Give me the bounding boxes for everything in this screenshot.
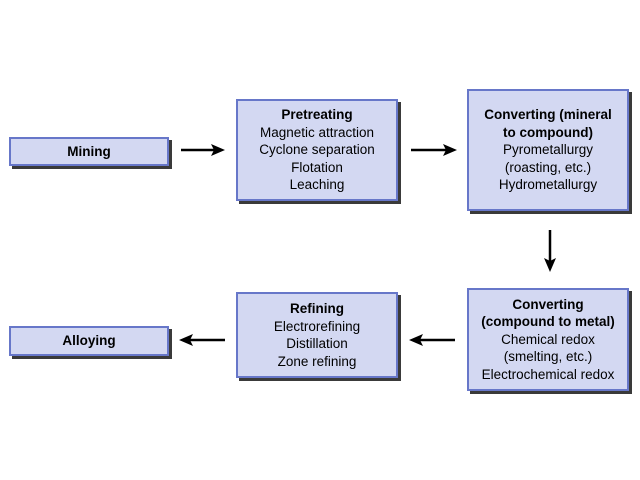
- mining-box: Mining: [9, 137, 169, 166]
- converting-mineral-title: to compound): [503, 124, 593, 140]
- converting-metal-title: (compound to metal): [481, 314, 615, 330]
- pretreating-line: Cyclone separation: [259, 142, 375, 158]
- refining-line: Electrorefining: [273, 318, 361, 334]
- refining-line: Zone refining: [277, 353, 357, 369]
- converting-metal-box: Converting (compound to metal) Chemical …: [467, 288, 629, 391]
- pretreating-line: Flotation: [291, 159, 343, 175]
- refining-line: Distillation: [286, 336, 348, 351]
- converting-metal-title: Converting: [512, 296, 584, 312]
- arrow-left-icon: [409, 334, 455, 346]
- converting-mineral-line: Pyrometallurgy: [502, 142, 594, 158]
- converting-mineral-box: Converting (mineral to compound) Pyromet…: [467, 89, 629, 211]
- arrow-down-icon: [544, 230, 556, 272]
- pretreating-line: Magnetic attraction: [259, 124, 375, 140]
- pretreating-title: Pretreating: [281, 107, 353, 123]
- arrow-right-icon: [411, 144, 457, 156]
- arrow-right-icon: [181, 144, 225, 156]
- arrow-left-icon: [179, 334, 225, 346]
- alloying-box: Alloying: [9, 326, 169, 356]
- converting-metal-line: (smelting, etc.): [503, 349, 593, 365]
- converting-mineral-title: Converting (mineral: [484, 107, 612, 123]
- pretreating-line: Leaching: [289, 177, 345, 193]
- converting-metal-line: Chemical redox: [501, 331, 595, 347]
- converting-metal-line: Electrochemical redox: [481, 366, 615, 382]
- alloying-title: Alloying: [62, 333, 116, 349]
- refining-box: Refining Electrorefining Distillation Zo…: [236, 292, 398, 378]
- pretreating-box: Pretreating Magnetic attraction Cyclone …: [236, 99, 398, 201]
- mining-title: Mining: [67, 143, 111, 159]
- converting-mineral-line: Hydrometallurgy: [498, 177, 598, 193]
- refining-title: Refining: [290, 301, 344, 316]
- converting-mineral-line: (roasting, etc.): [504, 159, 592, 175]
